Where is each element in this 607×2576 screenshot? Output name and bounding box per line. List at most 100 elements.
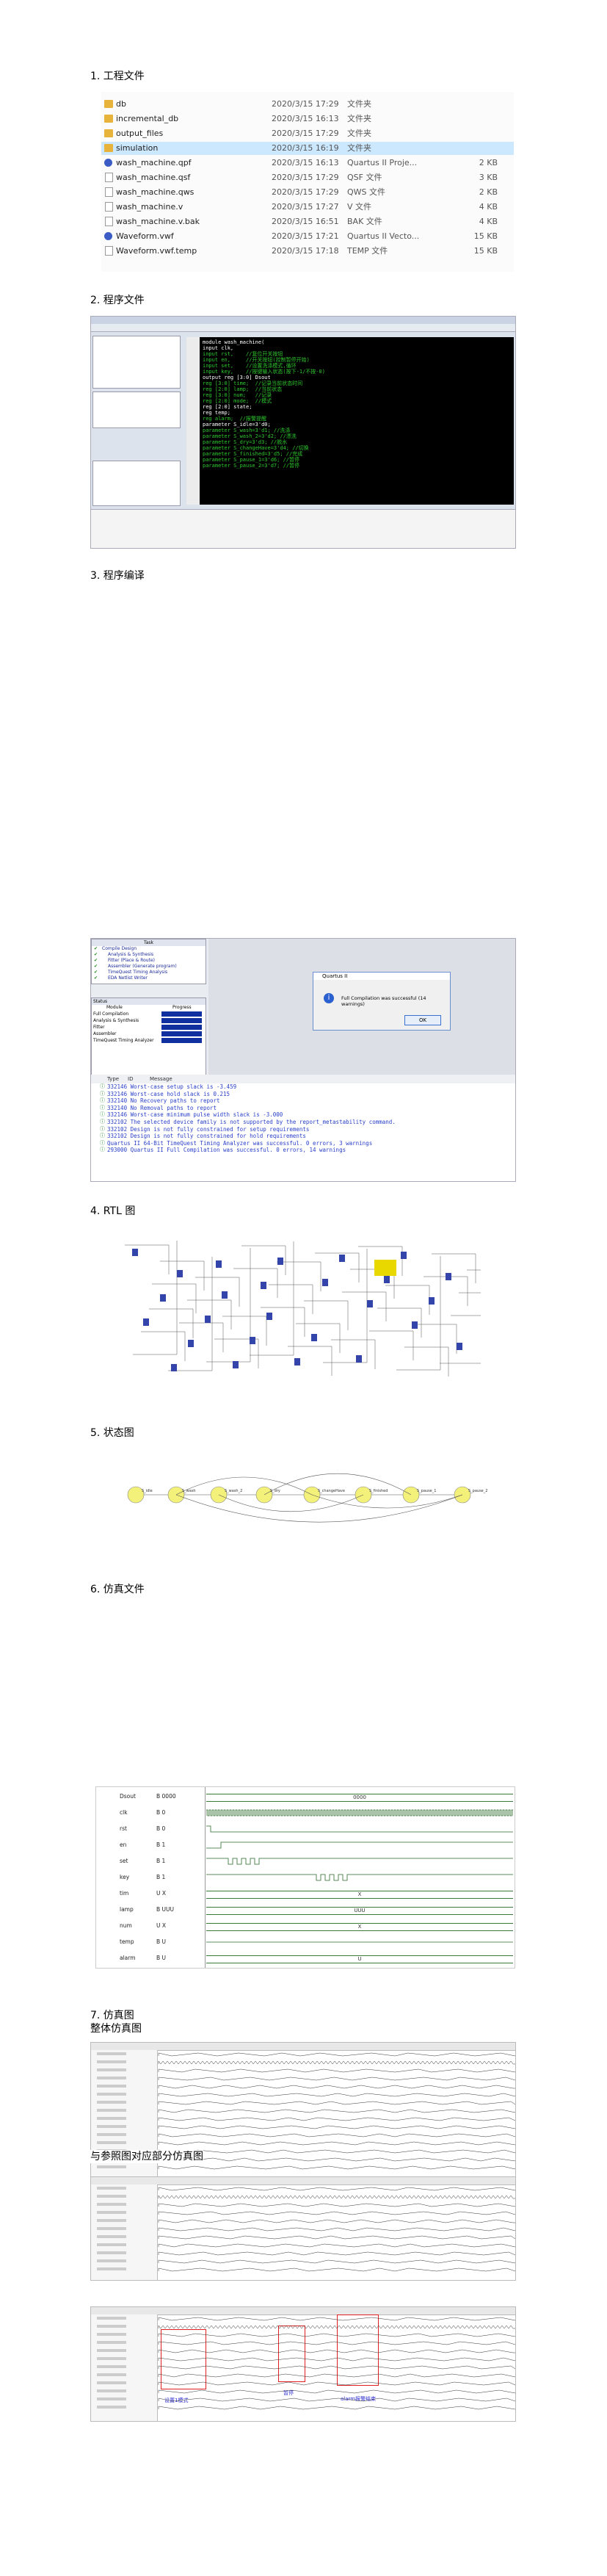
file-size: 4 KB bbox=[479, 217, 498, 226]
file-date: 2020/3/15 17:29 bbox=[272, 99, 339, 109]
code-line: reg [2:0] mode; //模式 bbox=[203, 398, 272, 404]
task-item[interactable]: ✔Assembler (Generate program) bbox=[92, 964, 206, 970]
file-icon bbox=[105, 187, 113, 197]
info-icon: i bbox=[324, 993, 334, 1003]
annotated-simulation: 设置1模式 暂停 alarm报警结束 bbox=[90, 2306, 516, 2422]
rtl-cell bbox=[277, 1258, 283, 1265]
task-label: Analysis & Synthesis bbox=[108, 952, 154, 957]
signal-trace: U bbox=[206, 1950, 513, 1966]
progress-bar bbox=[161, 1018, 202, 1023]
task-label: TimeQuest Timing Analysis bbox=[108, 970, 168, 975]
signal-value: B UUU bbox=[156, 1906, 174, 1913]
rtl-cell bbox=[266, 1313, 272, 1320]
signal-trace: X bbox=[206, 1886, 513, 1902]
status-title: Status bbox=[92, 998, 206, 1005]
rtl-cell bbox=[429, 1297, 435, 1305]
signal-value: B U bbox=[156, 1938, 167, 1945]
msg-col-message: Message bbox=[150, 1076, 172, 1082]
file-name: simulation bbox=[116, 143, 159, 153]
check-icon: ✔ bbox=[94, 958, 98, 963]
task-item[interactable]: ✔ Fitter (Place & Route) bbox=[92, 958, 206, 964]
section-heading-sim-results: 7. 仿真图 bbox=[90, 2010, 134, 2021]
task-item[interactable]: ✔TimeQuest Timing Analysis bbox=[92, 970, 206, 975]
rtl-cell bbox=[250, 1337, 255, 1344]
msg-col-id: ID bbox=[128, 1076, 134, 1082]
task-panel: Task ✔Compile Design✔Analysis & Synthesi… bbox=[91, 939, 206, 984]
file-type: Quartus II Vecto... bbox=[347, 231, 420, 241]
signal-trace bbox=[206, 1934, 513, 1950]
note-alarm: alarm报警结束 bbox=[341, 2396, 377, 2402]
file-icon bbox=[105, 246, 113, 256]
state-label: S_dry bbox=[270, 1489, 280, 1493]
signal-trace: X bbox=[206, 1918, 513, 1934]
folder-icon bbox=[104, 100, 113, 108]
signal-trace bbox=[206, 1821, 513, 1837]
signal-value: U X bbox=[156, 1890, 167, 1897]
rtl-cell bbox=[294, 1358, 300, 1365]
signal-name: alarm bbox=[120, 1955, 136, 1961]
rtl-cell bbox=[356, 1355, 362, 1363]
file-name: Waveform.vwf.temp bbox=[116, 246, 197, 256]
compile-message: 332140 No Removal paths to report bbox=[91, 1105, 515, 1112]
overall-simulation bbox=[90, 2042, 516, 2177]
rtl-cell bbox=[446, 1273, 451, 1280]
file-name: wash_machine.qws bbox=[116, 187, 195, 197]
task-label: Fitter (Place & Route) bbox=[108, 958, 155, 963]
bus-trace: U bbox=[206, 1955, 513, 1963]
code-line: reg temp; bbox=[203, 410, 230, 416]
state-label: S_idle bbox=[142, 1489, 153, 1493]
rtl-cell bbox=[216, 1260, 222, 1268]
code-line: parameter S_pause_1=3'd6; //暂停 bbox=[203, 457, 300, 463]
code-line: parameter S_pause_2=3'd7; //暂停 bbox=[203, 463, 300, 469]
file-date: 2020/3/15 17:29 bbox=[272, 129, 339, 138]
progress-bar bbox=[161, 1031, 202, 1036]
task-item[interactable]: ✔EDA Netlist Writer bbox=[92, 975, 206, 981]
file-type: BAK 文件 bbox=[347, 217, 382, 226]
file-date: 2020/3/15 17:18 bbox=[272, 246, 339, 256]
code-line: parameter S_wash_2=3'd2; //漂洗 bbox=[203, 433, 297, 439]
dialog-ok-button[interactable]: OK bbox=[404, 1015, 441, 1025]
file-type: Quartus II Proje... bbox=[347, 158, 418, 167]
task-item[interactable]: ✔Compile Design bbox=[92, 946, 206, 952]
compile-message: 293000 Quartus II Full Compilation was s… bbox=[91, 1147, 515, 1154]
task-item[interactable]: ✔Analysis & Synthesis bbox=[92, 952, 206, 958]
file-type: TEMP 文件 bbox=[347, 246, 388, 256]
subheading-reference-sim: 与参照图对应部分仿真图 bbox=[90, 2150, 203, 2163]
compile-screenshot: Task ✔Compile Design✔Analysis & Synthesi… bbox=[90, 938, 516, 1182]
highlight-box-alarm bbox=[337, 2315, 379, 2386]
file-type: 文件夹 bbox=[347, 114, 371, 123]
file-date: 2020/3/15 16:13 bbox=[272, 158, 339, 167]
signal-value: B 0000 bbox=[156, 1793, 176, 1800]
file-size: 2 KB bbox=[479, 187, 498, 197]
file-size: 15 KB bbox=[473, 231, 498, 241]
file-date: 2020/3/15 16:51 bbox=[272, 217, 339, 226]
progress-bar bbox=[161, 1011, 202, 1017]
rtl-cell bbox=[143, 1318, 149, 1326]
code-line: reg [2:0] state; bbox=[203, 404, 252, 410]
signal-value: B 1 bbox=[156, 1858, 166, 1864]
